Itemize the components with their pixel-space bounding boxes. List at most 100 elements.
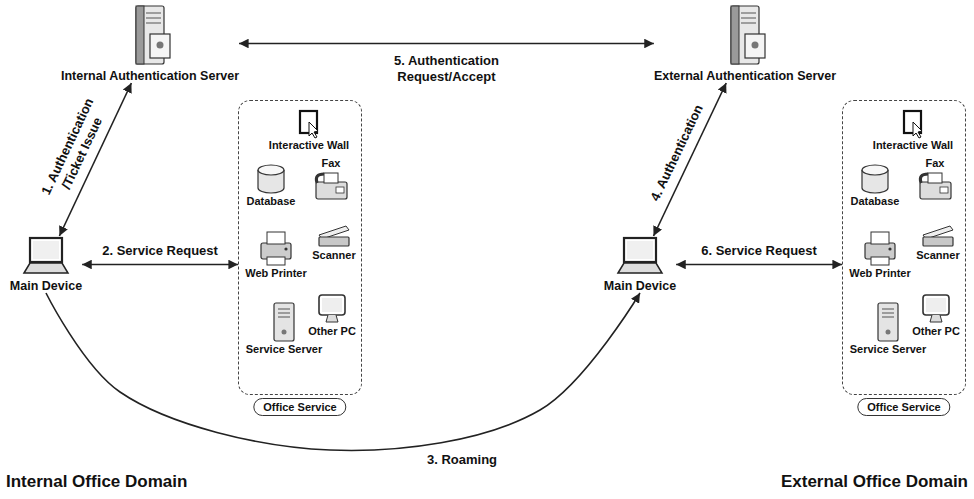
node-label: Web Printer: [245, 267, 307, 280]
device-node: Scanner: [916, 223, 959, 262]
device-node: Internal Authentication Server: [61, 4, 239, 83]
node-label: Interactive Wall: [873, 139, 953, 152]
group-label: Office Service: [857, 398, 950, 416]
laptop-icon-part: [33, 241, 59, 259]
scanner-icon: [920, 223, 956, 249]
pc-icon: [919, 293, 953, 325]
node-label: External Authentication Server: [654, 69, 836, 83]
db-icon: [859, 163, 891, 195]
node-label: Main Device: [10, 279, 82, 293]
wall-icon-part: [913, 122, 922, 138]
server-icon: [127, 4, 173, 66]
laptop-icon: [616, 236, 664, 276]
node-label: Fax: [926, 157, 945, 170]
edge-label: 6. Service Request: [698, 242, 820, 260]
wall-icon: [901, 109, 925, 139]
connector-arrow: [239, 43, 654, 45]
scanner-icon-part: [319, 237, 349, 246]
group-label: Office Service: [253, 398, 346, 416]
edge-label: 5. Authentication Request/Accept: [358, 52, 534, 86]
pc-icon-part: [930, 315, 942, 322]
fax-icon-part: [920, 174, 928, 183]
device-node: Main Device: [604, 236, 676, 293]
tower-icon: [269, 301, 299, 343]
node-label: Service Server: [246, 343, 322, 356]
fax-icon-part: [336, 187, 344, 193]
tower-icon-part: [882, 309, 894, 310]
tower-icon: [873, 301, 903, 343]
device-node: Web Printer: [245, 229, 307, 280]
pc-icon-part: [319, 295, 345, 315]
server-icon-part: [146, 18, 161, 19]
edge-label: 4. Authentication: [645, 100, 709, 208]
server-icon-part: [136, 6, 144, 64]
tower-icon-part: [878, 303, 898, 341]
device-node: External Authentication Server: [654, 4, 836, 83]
edge-label: 3. Roaming: [424, 451, 500, 469]
fax-icon-part: [316, 182, 347, 199]
connector-arrow: [676, 264, 842, 266]
device-node: Database: [851, 163, 900, 208]
server-icon: [722, 4, 768, 66]
node-label: Other PC: [912, 325, 960, 338]
server-icon-part: [146, 23, 161, 24]
domain-label: External Office Domain: [781, 472, 968, 492]
device-node: Main Device: [10, 236, 82, 293]
node-label: Interactive Wall: [269, 139, 349, 152]
printer-icon-part: [284, 247, 287, 250]
tower-icon-part: [885, 330, 890, 335]
node-label: Internal Authentication Server: [61, 69, 239, 83]
connector-arrow: [46, 293, 640, 450]
device-node: Database: [247, 163, 296, 208]
fax-icon-part: [920, 182, 951, 199]
db-icon: [255, 163, 287, 195]
tower-icon-part: [281, 330, 286, 335]
device-node: Interactive Wall: [269, 109, 349, 152]
connector-arrow: [82, 264, 238, 266]
pc-icon-part: [326, 315, 338, 322]
fax-icon-part: [940, 187, 948, 193]
printer-icon-part: [267, 257, 285, 265]
tower-icon-part: [278, 317, 290, 318]
laptop-icon-part: [624, 238, 656, 262]
fax-icon: [312, 170, 350, 202]
scanner-icon-part: [923, 237, 953, 246]
service-group: Office ServiceInteractive WallDatabaseFa…: [842, 100, 966, 395]
device-node: Other PC: [912, 293, 960, 338]
server-icon-part: [741, 23, 756, 24]
tower-icon-part: [274, 303, 294, 341]
tower-icon-part: [882, 317, 894, 318]
fax-icon: [916, 170, 954, 202]
laptop-icon-part: [627, 241, 653, 259]
fax-icon-part: [324, 173, 338, 183]
pc-icon-part: [322, 298, 342, 312]
printer-icon-part: [888, 247, 891, 250]
printer-icon-part: [267, 232, 285, 244]
server-icon-part: [745, 34, 765, 58]
db-icon-part: [862, 165, 888, 175]
server-icon-part: [146, 13, 161, 14]
device-node: Web Printer: [849, 229, 911, 280]
printer-icon-part: [871, 257, 889, 265]
node-label: Database: [247, 195, 296, 208]
tower-icon-part: [882, 313, 894, 314]
device-node: Interactive Wall: [873, 109, 953, 152]
server-icon-part: [731, 6, 739, 64]
node-label: Service Server: [850, 343, 926, 356]
server-icon-part: [741, 18, 756, 19]
db-icon-part: [258, 165, 284, 175]
wall-icon: [297, 109, 321, 139]
node-label: Main Device: [604, 279, 676, 293]
node-label: Web Printer: [849, 267, 911, 280]
node-label: Scanner: [916, 249, 959, 262]
tower-icon-part: [278, 309, 290, 310]
node-label: Other PC: [308, 325, 356, 338]
pc-icon: [315, 293, 349, 325]
node-label: Scanner: [312, 249, 355, 262]
printer-icon: [257, 229, 295, 267]
server-icon-part: [156, 42, 163, 49]
printer-icon-part: [871, 232, 889, 244]
scanner-icon: [316, 223, 352, 249]
